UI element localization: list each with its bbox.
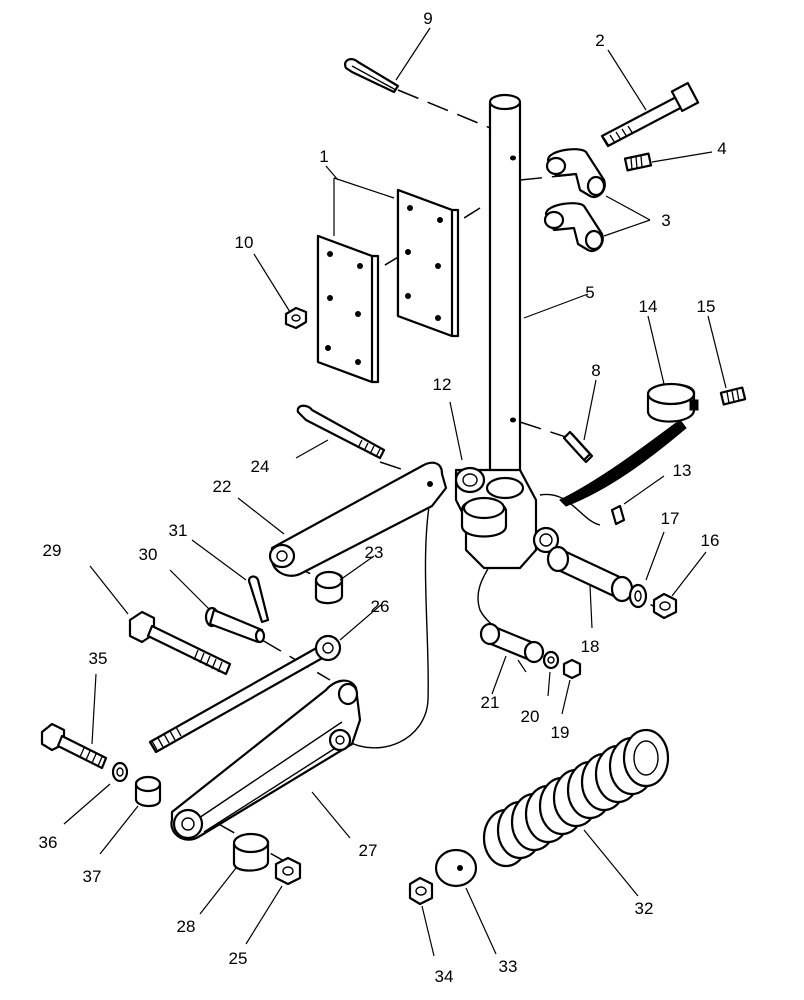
coil-spring-32 [482,728,670,868]
washer-36 [111,761,129,783]
bushing-28 [232,832,270,872]
callout-18: 18 [581,637,600,656]
tie-rod-26 [148,634,342,754]
callout-1: 1 [319,147,328,166]
callout-29: 29 [43,541,62,560]
collar-14 [646,382,699,423]
grease-fitting-13 [610,504,626,526]
callout-3: 3 [661,211,670,230]
sleeve-21 [479,622,545,664]
callout-14: 14 [639,297,658,316]
callout-24: 24 [251,457,270,476]
callout-35: 35 [89,649,108,668]
callout-31: 31 [169,521,188,540]
callout-36: 36 [39,833,58,852]
washer-33 [434,848,478,888]
callout-25: 25 [229,949,248,968]
clamp-lower [543,202,604,253]
callout-16: 16 [701,531,720,550]
clamp-upper [545,148,606,199]
washer-17 [628,583,648,609]
bolt-24 [296,404,386,460]
callout-4: 4 [717,139,726,158]
callout-28: 28 [177,917,196,936]
mounting-plate-front [316,234,380,384]
nut-25 [274,856,302,886]
callout-9: 9 [423,9,432,28]
callout-32: 32 [635,899,654,918]
callout-30: 30 [139,545,158,564]
swing-arm-27 [170,679,362,841]
bushing-23 [314,570,344,605]
nut-16 [652,592,678,620]
callout-labels: 9 2 1 4 3 10 5 14 15 8 12 24 13 22 17 31… [39,9,727,986]
bolt-29 [128,610,232,676]
callout-34: 34 [435,967,454,986]
callout-12: 12 [433,375,452,394]
callout-20: 20 [521,707,540,726]
nut-10 [284,306,308,330]
callout-2: 2 [595,31,604,50]
cotter-pin-31 [248,575,270,624]
callout-19: 19 [551,723,570,742]
leader-lines [63,27,727,957]
callout-15: 15 [697,297,716,316]
mounting-plate-rear [396,188,460,338]
cotter-pin-top [344,58,400,94]
clevis-pin-30 [204,606,266,644]
nut-34 [408,876,434,906]
callout-27: 27 [359,841,378,860]
sleeve-18 [546,545,634,603]
pin-8 [562,430,594,464]
callout-23: 23 [365,543,384,562]
washer-20 [542,650,560,670]
callout-21: 21 [481,693,500,712]
vertical-shaft [488,93,522,484]
callout-22: 22 [213,477,232,496]
set-screw-15 [719,386,747,406]
callout-26: 26 [371,597,390,616]
nut-19 [562,658,582,680]
set-screw-4 [623,152,653,172]
callout-33: 33 [499,957,518,976]
callout-17: 17 [661,509,680,528]
callout-5: 5 [585,283,594,302]
long-bolt [600,81,700,148]
callout-13: 13 [673,461,692,480]
pivot-housing-12 [454,466,560,570]
callout-10: 10 [235,233,254,252]
callout-37: 37 [83,867,102,886]
bushing-37 [134,775,162,808]
bolt-35 [40,722,108,770]
arm-22 [268,461,448,577]
callout-8: 8 [591,361,600,380]
